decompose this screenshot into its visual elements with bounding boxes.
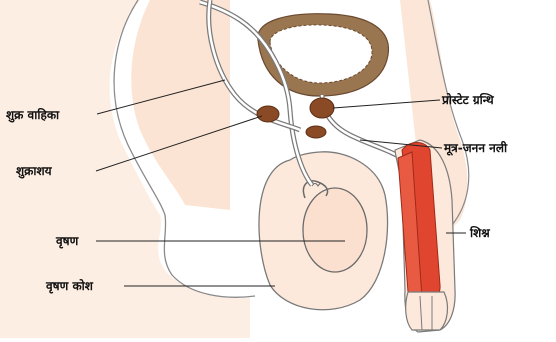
label-penis: शिश्न xyxy=(470,226,490,240)
label-prostate: प्रोस्टेट ग्रन्थि xyxy=(442,93,494,107)
urethra-tube xyxy=(322,95,405,160)
cowper-gland xyxy=(306,126,326,138)
label-seminal-vesicle: शुक्राशय xyxy=(16,164,52,178)
label-urethra: मूत्र-जनन नली xyxy=(444,141,507,155)
label-scrotum: वृषण कोश xyxy=(46,279,93,293)
glans xyxy=(406,292,448,330)
prostate-gland xyxy=(310,98,334,118)
testis xyxy=(303,188,367,272)
label-vas-deferens: शुक्र वाहिका xyxy=(6,108,59,122)
seminal-vesicle-gland xyxy=(257,106,279,122)
label-testis: वृषण xyxy=(56,234,78,248)
